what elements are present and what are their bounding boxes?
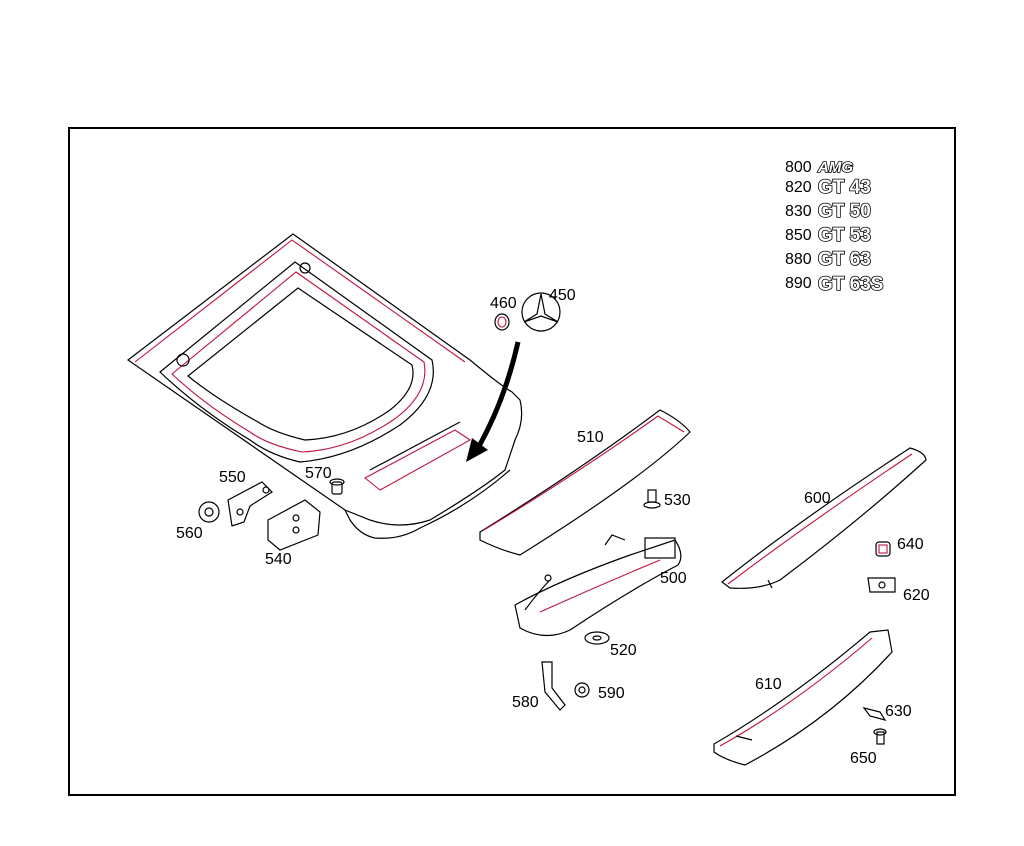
diagram-frame bbox=[68, 127, 956, 796]
part-600-spoiler-cover bbox=[721, 447, 927, 589]
part-610-trim-cover bbox=[713, 629, 893, 766]
label-520: 520 bbox=[610, 642, 637, 659]
label-830: 830 bbox=[785, 203, 812, 220]
label-450: 450 bbox=[549, 287, 576, 304]
part-630-clip bbox=[862, 707, 887, 721]
part-620-bracket bbox=[867, 577, 896, 593]
part-590-nut bbox=[574, 682, 590, 698]
label-620: 620 bbox=[903, 587, 930, 604]
badge-gt43: GT 43 bbox=[818, 177, 871, 198]
badge-amg: AMG bbox=[817, 159, 853, 176]
part-500-spoiler-drive bbox=[514, 534, 682, 637]
label-550: 550 bbox=[219, 469, 246, 486]
label-610: 610 bbox=[755, 676, 782, 693]
part-640-clip bbox=[875, 541, 891, 557]
part-540-lock bbox=[267, 499, 321, 551]
label-510: 510 bbox=[577, 429, 604, 446]
label-570: 570 bbox=[305, 465, 332, 482]
part-650-screw bbox=[873, 728, 887, 745]
label-600: 600 bbox=[804, 490, 831, 507]
label-500: 500 bbox=[660, 570, 687, 587]
part-530-bolt bbox=[643, 489, 661, 509]
part-580-bracket bbox=[541, 661, 566, 711]
label-630: 630 bbox=[885, 703, 912, 720]
part-560-nut bbox=[198, 501, 220, 523]
label-650: 650 bbox=[850, 750, 877, 767]
label-530: 530 bbox=[664, 492, 691, 509]
label-890: 890 bbox=[785, 275, 812, 292]
label-850: 850 bbox=[785, 227, 812, 244]
part-520-washer bbox=[584, 631, 610, 645]
badge-gt53: GT 53 bbox=[818, 225, 871, 246]
label-800: 800 bbox=[785, 159, 812, 176]
part-570-stud bbox=[329, 478, 345, 495]
part-510-spoiler-blade bbox=[479, 409, 691, 556]
part-number-labels: 460 450 510 530 600 550 570 560 540 640 … bbox=[176, 287, 930, 767]
direction-arrow bbox=[466, 341, 521, 462]
label-820: 820 bbox=[785, 179, 812, 196]
label-540: 540 bbox=[265, 551, 292, 568]
tailgate-panel bbox=[126, 233, 523, 539]
label-560: 560 bbox=[176, 525, 203, 542]
part-550-hinge-bracket bbox=[227, 481, 273, 527]
badge-gt50: GT 50 bbox=[818, 201, 871, 222]
label-580: 580 bbox=[512, 694, 539, 711]
badge-gt63: GT 63 bbox=[818, 249, 871, 270]
part-460-grommet bbox=[494, 313, 510, 331]
badge-gt63s: GT 63S bbox=[818, 274, 883, 295]
badge-variants-list: 800 AMG 820 GT 43 830 GT 50 850 GT 53 88… bbox=[785, 158, 884, 296]
label-880: 880 bbox=[785, 251, 812, 268]
part-450-star-emblem bbox=[521, 292, 561, 332]
label-590: 590 bbox=[598, 685, 625, 702]
label-460: 460 bbox=[490, 295, 517, 312]
label-640: 640 bbox=[897, 536, 924, 553]
